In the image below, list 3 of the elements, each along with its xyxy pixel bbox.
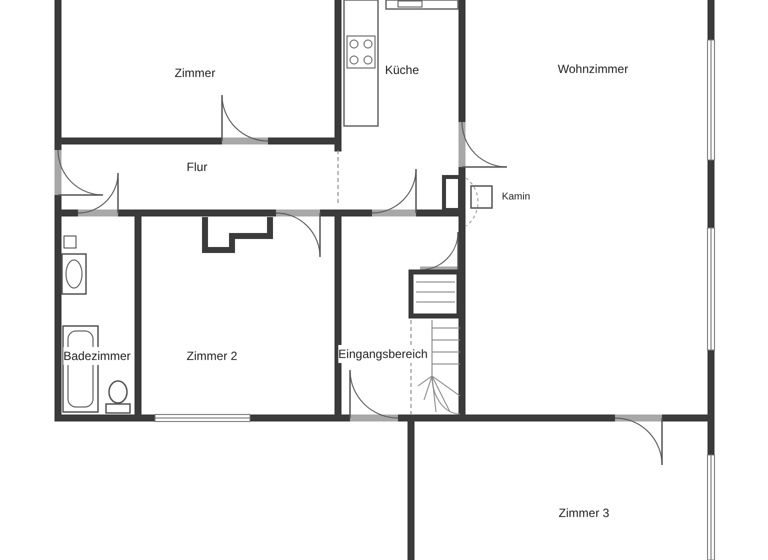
room-label: Badezimmer <box>63 347 131 365</box>
fixture-label: Kamin <box>502 190 530 204</box>
room-label: Eingangsbereich <box>338 345 428 363</box>
